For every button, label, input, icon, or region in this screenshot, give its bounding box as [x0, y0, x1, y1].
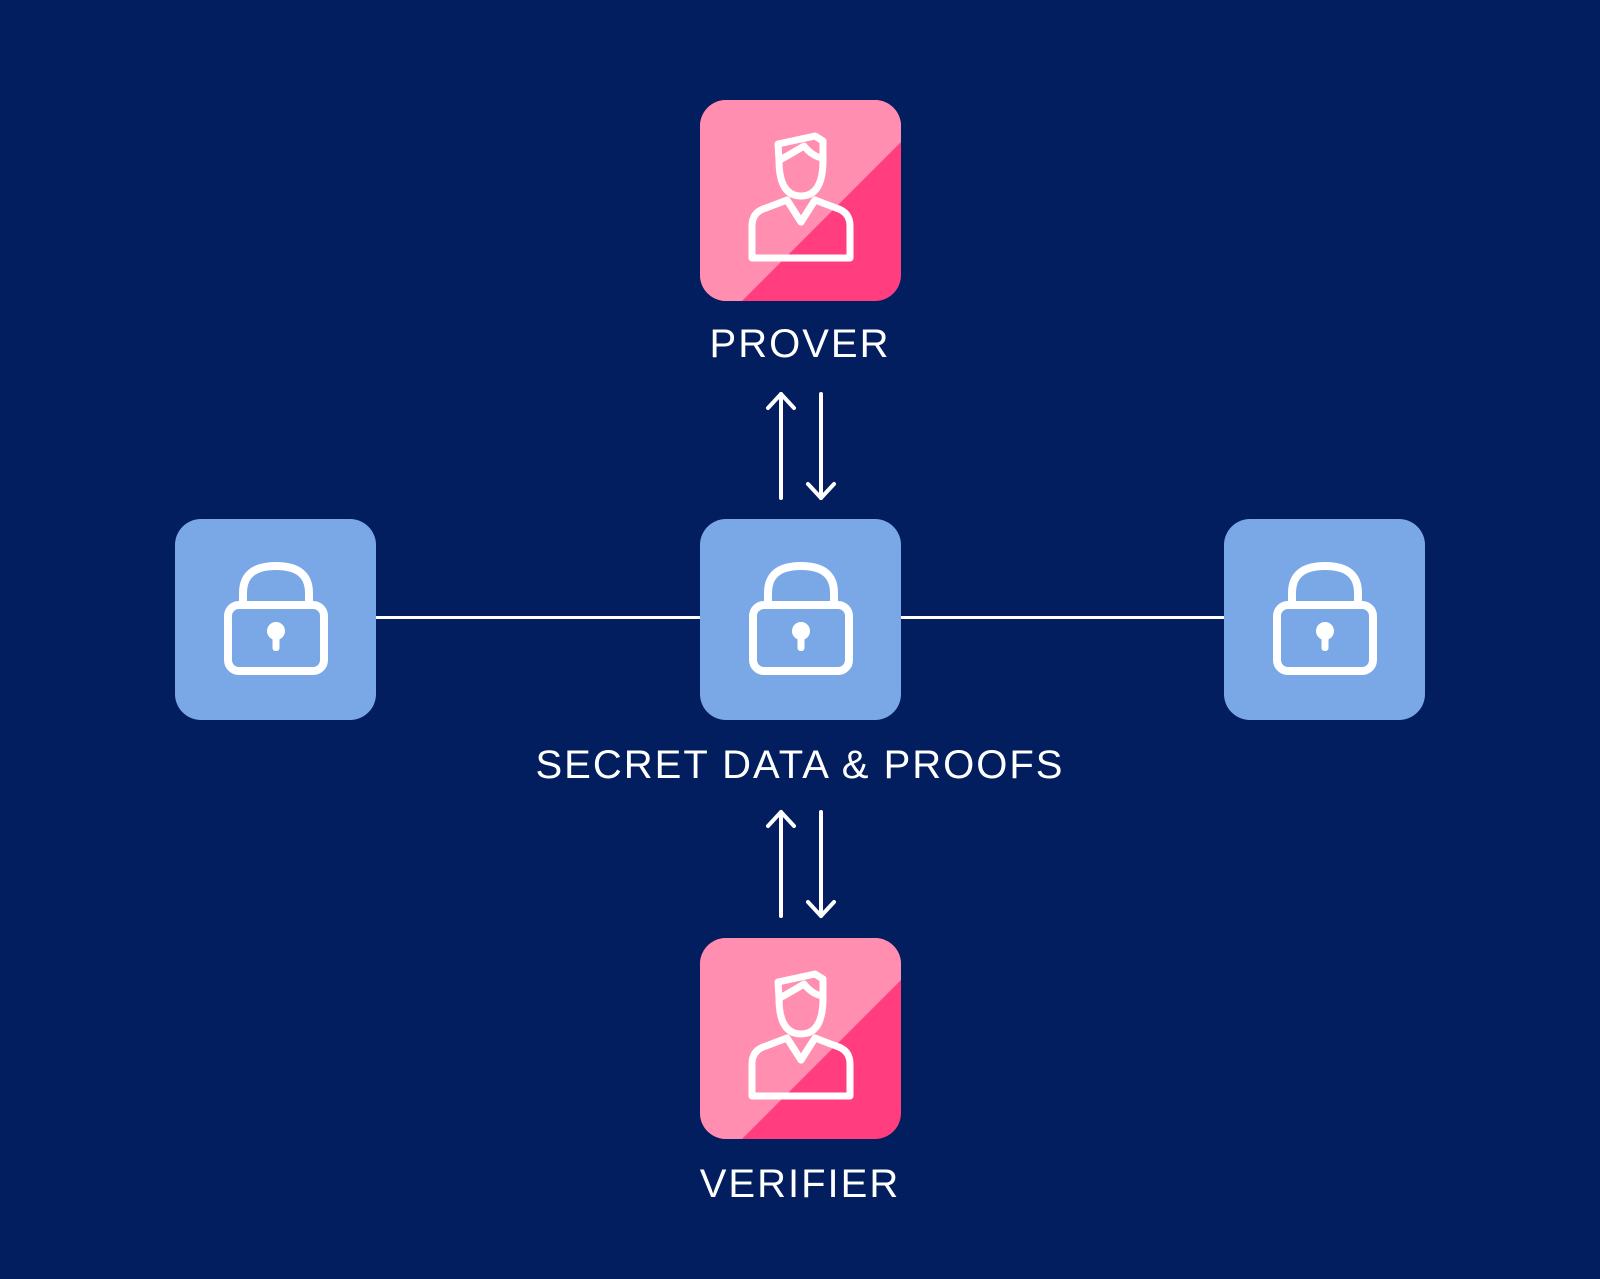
- padlock-icon: [749, 562, 853, 675]
- prover-node: [700, 100, 901, 301]
- verifier-label: VERIFIER: [699, 1162, 901, 1206]
- verifier-node: [700, 938, 901, 1139]
- left-lock-node: [175, 519, 376, 720]
- padlock-icon: [1273, 562, 1377, 675]
- person-icon: [700, 100, 901, 301]
- center-verifier-arrows: [766, 810, 836, 918]
- center-lock-node: [700, 519, 901, 720]
- prover-center-arrows: [766, 392, 836, 500]
- prover-label: PROVER: [709, 322, 891, 366]
- person-icon: [700, 938, 901, 1139]
- connector-left-to-center: [372, 616, 700, 619]
- padlock-icon: [224, 562, 328, 675]
- center-label: SECRET DATA & PROOFS: [535, 743, 1065, 787]
- right-lock-node: [1224, 519, 1425, 720]
- connector-center-to-right: [900, 616, 1226, 619]
